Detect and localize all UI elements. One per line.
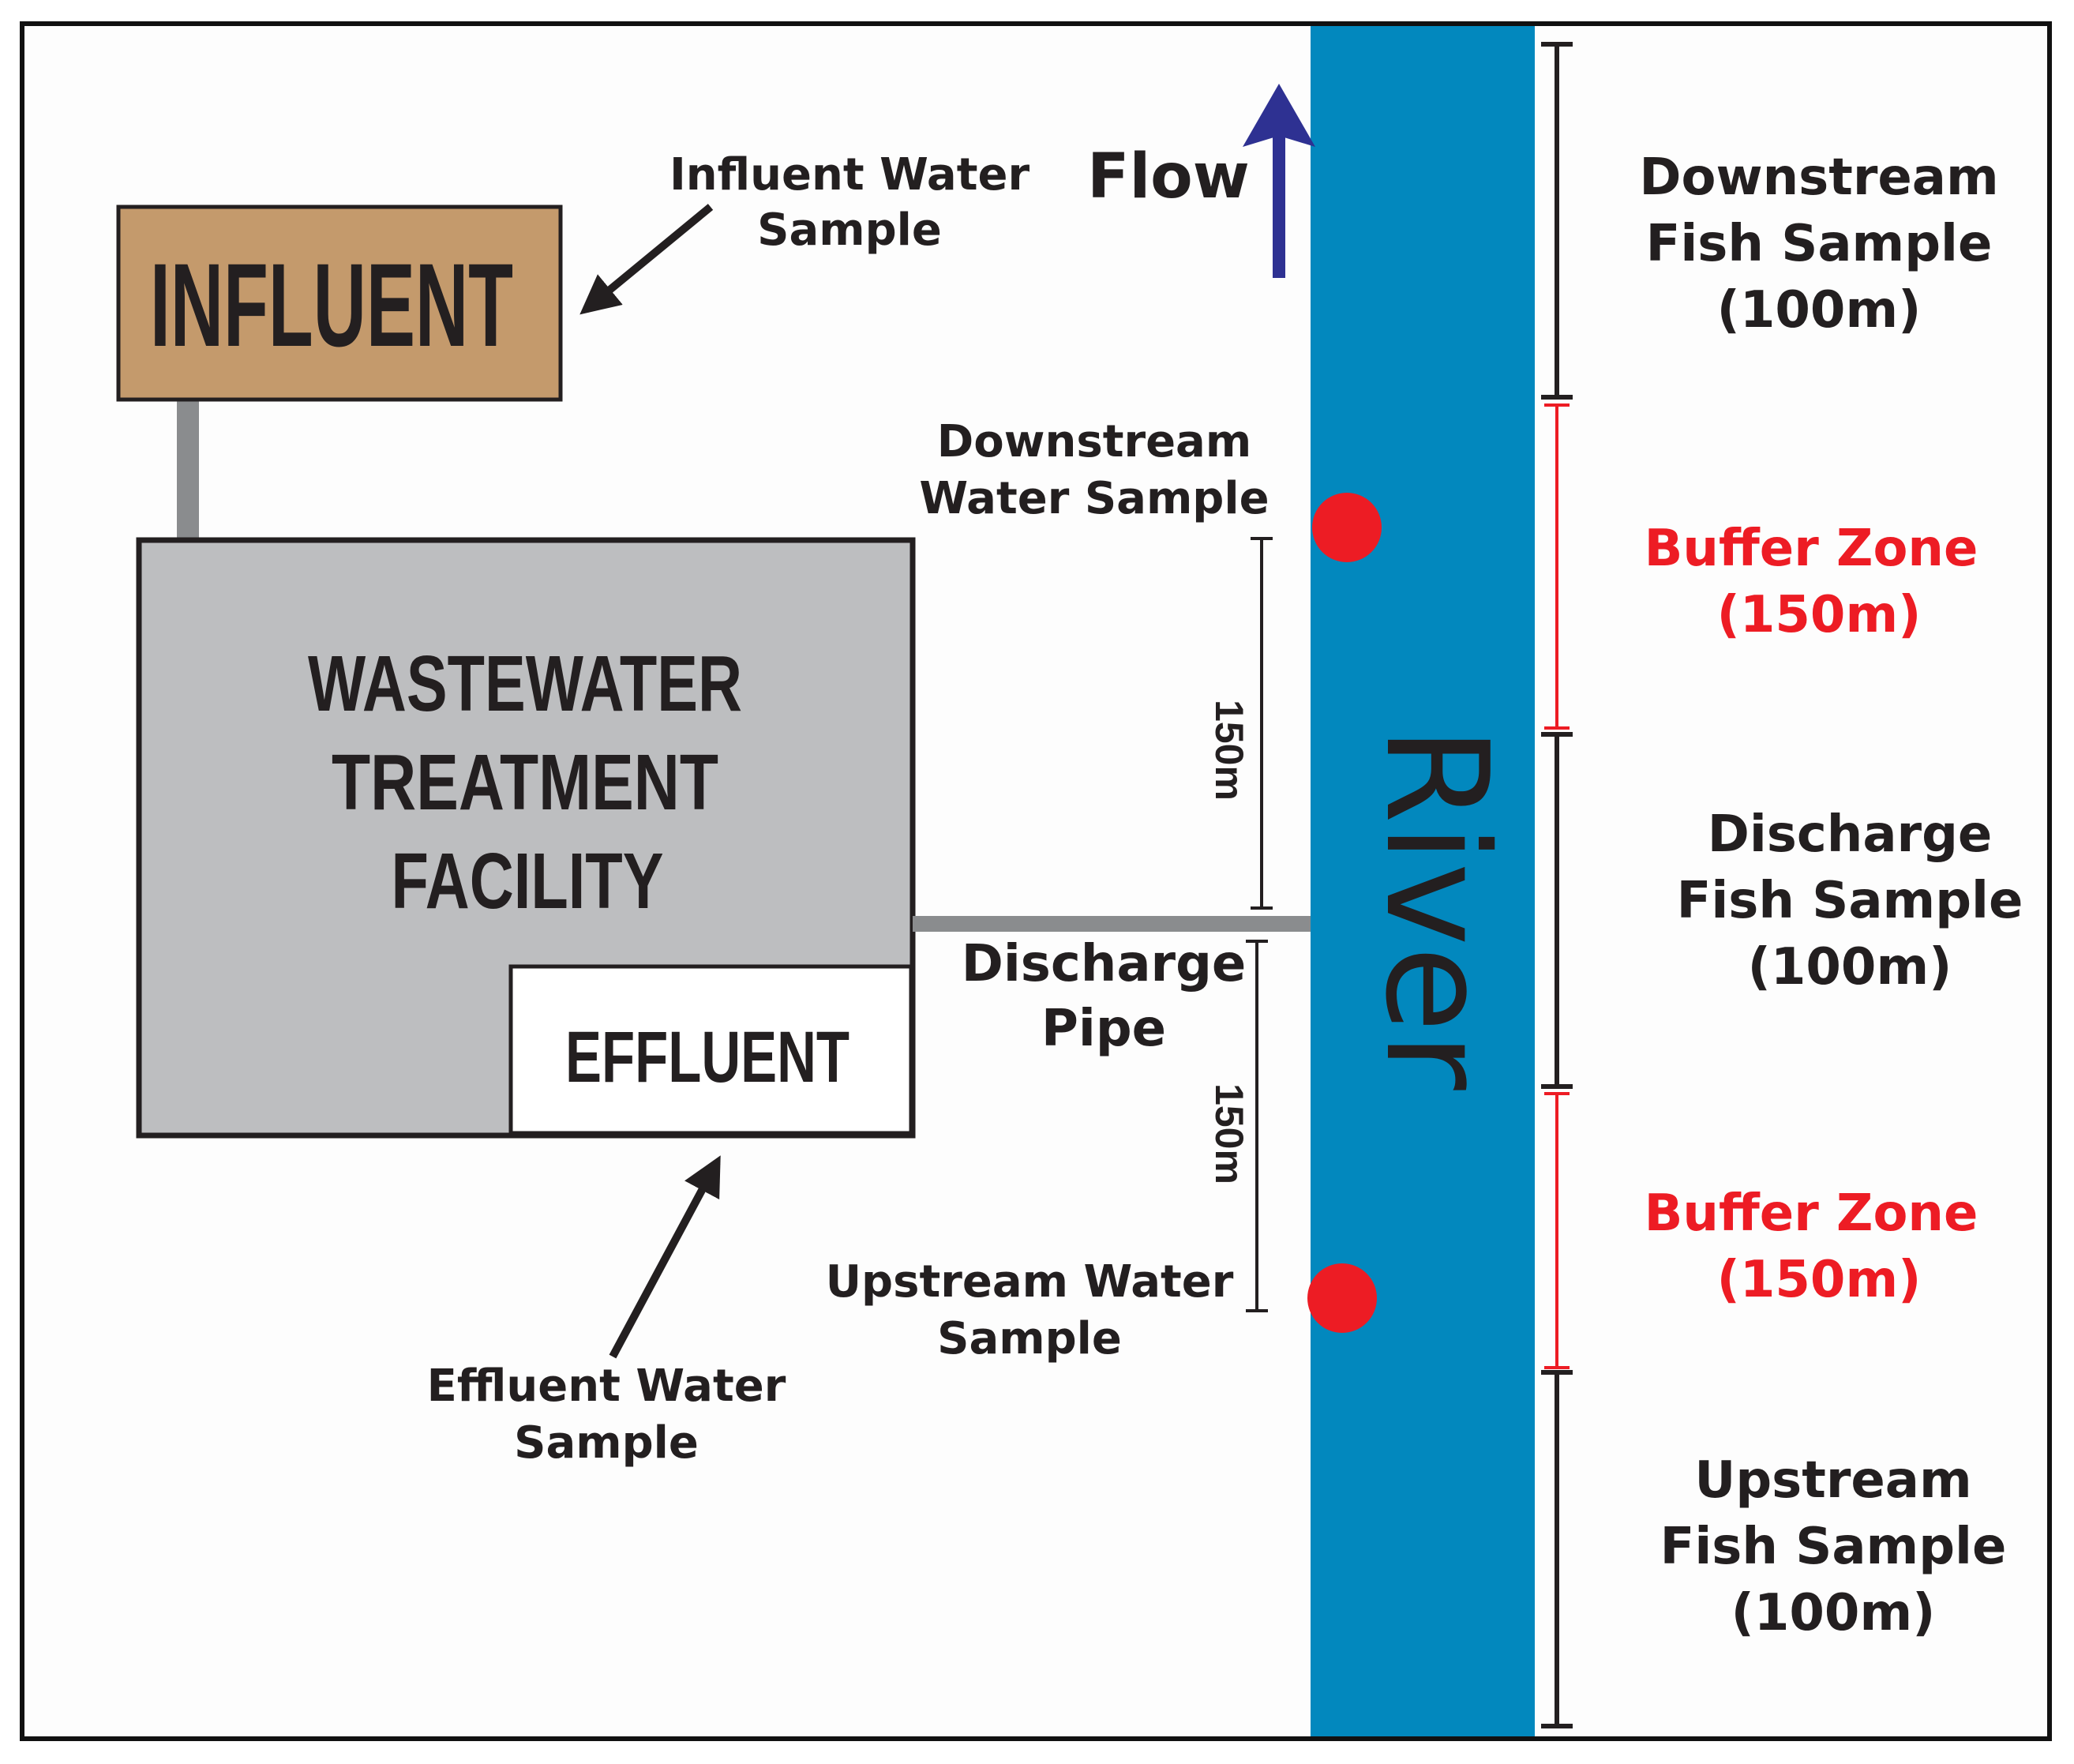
facility-line-2: TREATMENT — [332, 738, 718, 827]
influent-box — [116, 205, 563, 402]
upstream-water-sample-label-2: Sample — [937, 1313, 1122, 1364]
zone-discharge-fish-line-3: (100m) — [1748, 938, 1952, 996]
facility-line-1: WASTEWATER — [308, 640, 742, 728]
downstream-water-sample-label-2: Water Sample — [919, 473, 1269, 524]
zone-discharge-fish-line-2: Fish Sample — [1677, 872, 2023, 930]
influent-sample-label-2: Sample — [757, 205, 942, 256]
downstream-water-sample-label-1: Downstream — [937, 416, 1251, 467]
influent-label: INFLUENT — [150, 238, 513, 371]
distance-marker-lower — [1246, 940, 1268, 1312]
zone-buffer-upper-line-1: Buffer Zone — [1645, 520, 1978, 578]
river-band — [1311, 26, 1535, 1736]
zone-buffer-lower-line-2: (150m) — [1717, 1251, 1922, 1309]
flow-label: Flow — [1087, 141, 1250, 212]
zone-scale — [1541, 42, 1573, 1728]
distance-label-upper: 150m — [1207, 700, 1251, 801]
upstream-water-sample-label-1: Upstream Water — [826, 1256, 1234, 1308]
facility-title: WASTEWATER TREATMENT FACILITY — [308, 640, 742, 925]
zone-upstream-fish-line-1: Upstream — [1694, 1451, 1971, 1510]
zone-buffer-upper-line-2: (150m) — [1717, 586, 1922, 644]
effluent-box — [508, 964, 913, 1135]
zone-upstream-fish-line-2: Fish Sample — [1660, 1518, 2007, 1576]
zone-buffer-lower-line-1: Buffer Zone — [1645, 1184, 1978, 1243]
discharge-pipe-label-2: Pipe — [1041, 1000, 1166, 1058]
zone-downstream-fish-line-2: Fish Sample — [1646, 215, 1993, 273]
effluent-label: EFFLUENT — [565, 1017, 849, 1098]
zone-downstream-fish-line-3: (100m) — [1717, 281, 1922, 340]
facility-line-3: FACILITY — [392, 837, 664, 925]
effluent-sample-arrow-icon — [609, 1155, 721, 1359]
influent-sample-arrow-icon — [579, 204, 714, 315]
downstream-water-sample-dot — [1312, 493, 1382, 562]
distance-marker-upper — [1251, 537, 1273, 910]
river-label: River — [1355, 726, 1518, 1090]
zone-upstream-fish-line-3: (100m) — [1731, 1584, 1936, 1642]
effluent-sample-label-1: Effluent Water — [427, 1361, 786, 1412]
upstream-water-sample-dot — [1307, 1263, 1377, 1333]
zone-discharge-fish-line-1: Discharge — [1708, 805, 1993, 864]
zone-downstream-fish-line-1: Downstream — [1639, 148, 1998, 207]
effluent-sample-label-2: Sample — [514, 1417, 699, 1469]
flow-arrow-icon — [1243, 84, 1315, 278]
discharge-pipe — [913, 916, 1311, 932]
discharge-pipe-label-1: Discharge — [962, 935, 1247, 993]
distance-label-lower: 150m — [1207, 1083, 1251, 1184]
connector-pipe — [177, 399, 199, 541]
influent-sample-label-1: Influent Water — [669, 149, 1030, 201]
